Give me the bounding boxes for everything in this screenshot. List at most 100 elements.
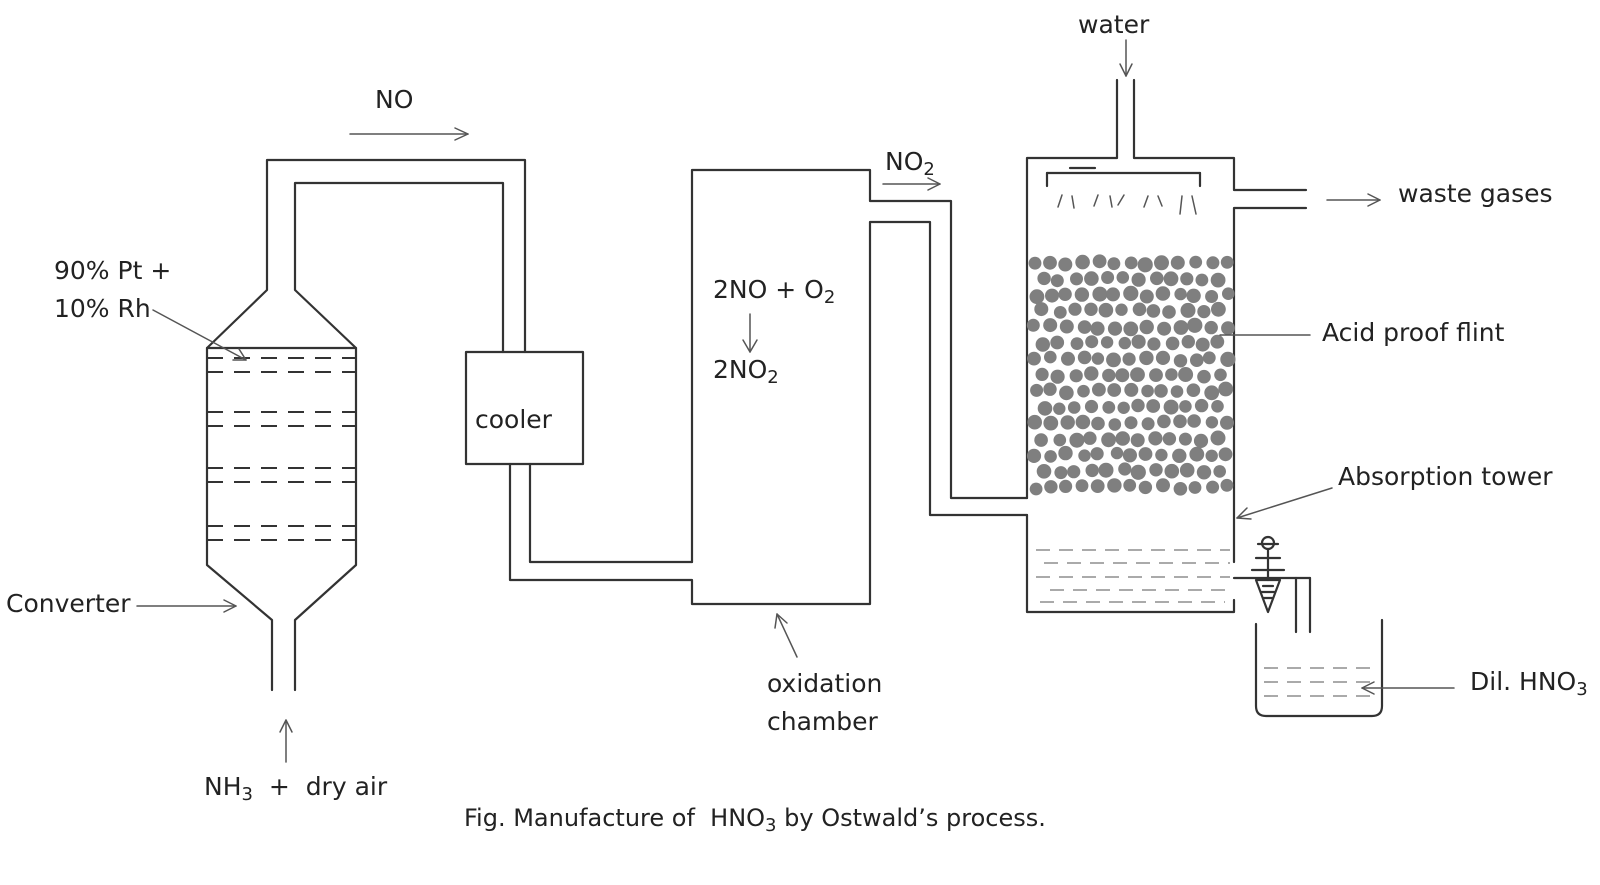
flint-pebble <box>1034 302 1049 317</box>
flint-pebble <box>1102 368 1116 383</box>
flint-pebble <box>1036 464 1052 479</box>
flint-pebble <box>1213 465 1226 478</box>
flint-pebble <box>1139 319 1154 335</box>
flint-pebble <box>1092 382 1106 397</box>
flint-pebble <box>1043 415 1059 431</box>
flint-pebble <box>1075 414 1091 430</box>
flint-pebble <box>1026 318 1040 332</box>
flint-pebble <box>1189 446 1205 462</box>
flint-pebble <box>1197 305 1211 319</box>
absorption-tower <box>1025 78 1308 614</box>
flint-pebble <box>1084 399 1099 414</box>
flint-pebble <box>1173 482 1188 496</box>
oxidation-chamber-leader <box>774 613 798 658</box>
flint-pebble <box>1190 353 1204 368</box>
converter-leader <box>136 599 237 613</box>
flint-pebble <box>1173 414 1187 429</box>
flint-pebble <box>1074 287 1090 302</box>
flint-pebble <box>1149 463 1163 477</box>
flint-pebble <box>1220 478 1234 492</box>
flint-pebble <box>1206 480 1220 494</box>
feed-label: NH3 + dry air <box>204 772 388 805</box>
flint-pebble <box>1162 305 1176 319</box>
collection-beaker <box>1254 618 1384 718</box>
flint-pebble <box>1139 350 1154 366</box>
converter-vessel <box>205 158 527 692</box>
flint-pebble <box>1164 463 1180 479</box>
flint-pebble <box>1218 447 1233 462</box>
flint-pebble <box>1078 449 1091 462</box>
flint-pebble <box>1029 482 1043 496</box>
flint-pebble <box>1123 285 1139 301</box>
flint-pebble <box>1102 401 1116 414</box>
flint-pebble <box>1170 255 1185 270</box>
flint-pebble <box>1115 368 1130 383</box>
flint-pebble <box>1154 255 1169 271</box>
flint-pebble <box>1027 351 1041 366</box>
flint-pebble <box>1205 290 1219 303</box>
flint-pebble <box>1035 367 1049 381</box>
flint-pebble <box>1107 383 1122 397</box>
flint-pebble <box>1118 336 1132 350</box>
flint-pebble <box>1179 462 1195 478</box>
flint-pebble <box>1165 368 1178 381</box>
flint-pebble <box>1077 384 1090 398</box>
flint-pebble <box>1059 319 1074 334</box>
flint-pebble <box>1070 272 1083 286</box>
flint-pebble <box>1173 354 1188 368</box>
oxidation-chamber <box>690 168 1029 564</box>
flint-pebble <box>1100 336 1114 349</box>
flint-pebble <box>1195 337 1210 352</box>
flint-pebble <box>1172 448 1187 463</box>
flint-pebble <box>1189 255 1203 269</box>
flint-pebble <box>1043 382 1057 396</box>
flint-pebble <box>1058 287 1072 301</box>
flint-pebble <box>1187 414 1201 428</box>
flint-pebble <box>1214 368 1227 382</box>
flint-pebble <box>1187 317 1203 333</box>
flint-pebble <box>1210 430 1226 446</box>
tower-acid-level <box>1036 549 1230 603</box>
flint-pebble <box>1091 352 1105 365</box>
flint-pebble <box>1186 288 1201 303</box>
flint-pebble <box>1117 401 1130 414</box>
flint-pebble <box>1163 271 1179 287</box>
flint-pebble <box>1053 306 1067 319</box>
flint-pebble <box>1069 432 1085 448</box>
flint-pebble <box>1146 304 1161 318</box>
acid-proof-flint-label: Acid proof flint <box>1322 318 1505 347</box>
flint-pebble <box>1044 350 1057 364</box>
flint-pebble <box>1108 418 1122 431</box>
catalyst-gauzes <box>207 357 356 541</box>
flint-pebble <box>1069 369 1083 383</box>
flint-pebble <box>1050 274 1064 288</box>
flint-pebble <box>1026 448 1042 463</box>
flint-pebble <box>1155 286 1171 301</box>
reaction-line1: 2NO + O2 <box>713 275 835 308</box>
flint-pebble <box>1054 466 1068 480</box>
flint-pebble <box>1058 445 1073 461</box>
flint-pebble <box>1077 350 1092 365</box>
flint-pebble <box>1137 257 1153 273</box>
flint-pebble <box>1210 272 1226 288</box>
flint-pebble <box>1180 302 1196 318</box>
flint-pebble <box>1061 351 1075 366</box>
absorption-tower-label: Absorption tower <box>1338 462 1553 491</box>
flint-pebble <box>1174 287 1187 301</box>
dil-hno3-leader <box>1361 681 1455 695</box>
flint-pebble <box>1202 351 1216 365</box>
flint-pebble <box>1179 400 1192 413</box>
flint-pebble <box>1204 320 1218 335</box>
flint-pebble <box>1090 479 1105 493</box>
flint-pebble <box>1092 286 1108 302</box>
flint-pebble <box>1220 255 1234 269</box>
flint-pebble <box>1130 433 1145 448</box>
flint-pebble <box>1188 481 1202 494</box>
flint-pebble <box>1193 433 1209 448</box>
flint-pebble <box>1131 334 1146 349</box>
flint-pebble <box>1107 257 1121 271</box>
flint-pebble <box>1101 271 1115 284</box>
flint-pebble <box>1138 447 1153 461</box>
reaction-arrow <box>742 313 758 353</box>
flint-pebble <box>1220 351 1236 367</box>
